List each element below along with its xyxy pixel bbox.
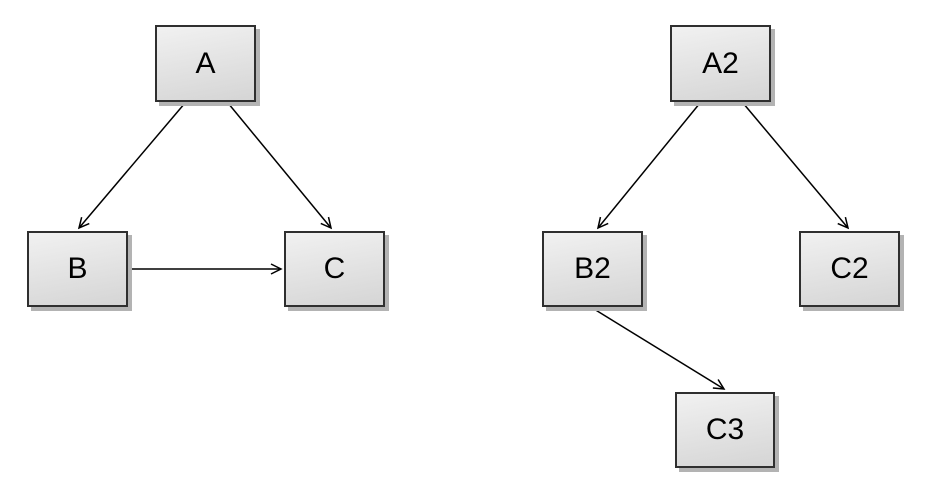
node-label-C: C [323, 252, 346, 285]
node-C3: C3 [675, 392, 775, 468]
node-label-A: A [195, 46, 216, 80]
node-label-B: B [67, 252, 88, 285]
edge-A-to-B [77, 102, 186, 230]
edge-B2-to-C3 [593, 308, 726, 390]
edge-group [77, 102, 850, 390]
node-B2: B2 [542, 231, 643, 307]
node-label-B2: B2 [574, 252, 611, 285]
node-A: A [155, 25, 256, 102]
node-C: C [284, 231, 385, 307]
edge-A2-to-B2 [596, 102, 701, 230]
node-label-A2: A2 [702, 46, 739, 80]
node-label-C3: C3 [705, 413, 745, 446]
edge-A-to-C [227, 102, 333, 230]
node-B: B [27, 231, 128, 307]
node-label-C2: C2 [830, 252, 869, 285]
edge-A2-to-C2 [742, 102, 850, 230]
node-A2: A2 [670, 25, 771, 102]
node-C2: C2 [799, 231, 900, 307]
